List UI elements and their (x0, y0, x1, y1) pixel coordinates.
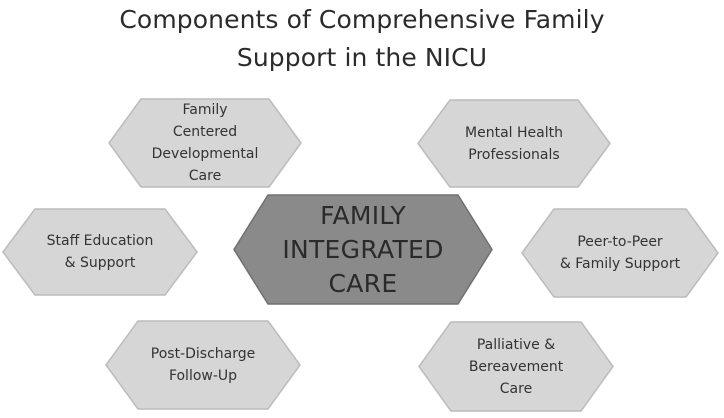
node-family-integrated-care: FAMILY INTEGRATED CARE (232, 193, 494, 306)
center-label-line: FAMILY (320, 200, 406, 230)
label-line: Mental Health (465, 124, 563, 141)
label-line: & Support (64, 255, 136, 271)
node-post-discharge-follow-up: Post-Discharge Follow-Up (104, 319, 302, 411)
diagram-title: Components of Comprehensive Family Suppo… (0, 1, 724, 77)
hexagon-shape (108, 98, 302, 188)
title-line-1: Components of Comprehensive Family (119, 5, 605, 34)
label-line: Care (499, 380, 533, 397)
label-line: Staff Education (46, 233, 154, 249)
node-mental-health-professionals: Mental Health Professionals (416, 98, 612, 189)
node-palliative-bereavement-care: Palliative & Bereavement Care (417, 320, 615, 413)
node-staff-education-support: Staff Education & Support (1, 207, 199, 297)
hexagon-shape (233, 194, 493, 305)
label-line: Follow-Up (168, 368, 238, 384)
center-label-line: INTEGRATED (282, 234, 444, 264)
label-line: Centered (172, 124, 238, 140)
title-line-2: Support in the NICU (236, 43, 488, 72)
hexagon-shape (417, 99, 611, 188)
label-line: Family (182, 102, 228, 118)
label-line: Palliative & (476, 336, 556, 353)
label-line: Post-Discharge (150, 346, 256, 362)
hexagon-shape (105, 320, 301, 410)
center-label-line: CARE (328, 268, 398, 298)
label-line: Care (188, 168, 222, 184)
label-line: Peer-to-Peer (577, 234, 663, 250)
hexagon-shape (418, 321, 614, 412)
hexagon-shape (521, 208, 719, 298)
node-family-centered-developmental-care: Family Centered Developmental Care (107, 97, 303, 189)
hexagon-shape (2, 208, 198, 296)
label-line: & Family Support (559, 256, 681, 272)
node-peer-to-peer-family-support: Peer-to-Peer & Family Support (520, 207, 720, 299)
label-line: Developmental (151, 146, 259, 162)
label-line: Professionals (468, 146, 560, 163)
label-line: Bereavement (468, 358, 564, 375)
